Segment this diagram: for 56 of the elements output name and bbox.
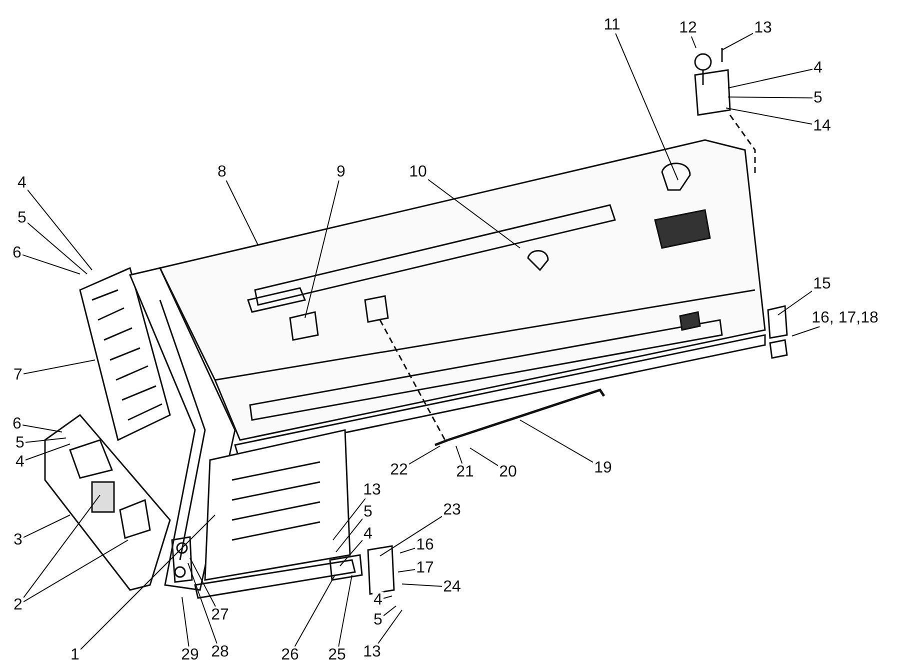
leader-line (23, 540, 128, 602)
leader-line (728, 68, 813, 88)
leader-line (182, 596, 190, 647)
leader-line (188, 562, 218, 644)
callout-number: 10 (408, 164, 428, 180)
leader-line (23, 494, 100, 598)
leader-line (25, 444, 70, 460)
leader-line (383, 606, 396, 616)
leader-line (25, 438, 66, 443)
callout-number: 13 (753, 20, 773, 36)
leader-line (80, 514, 216, 650)
callout-number: 23 (442, 502, 462, 518)
callout-number: 9 (336, 164, 346, 180)
leader-line (728, 96, 813, 98)
callout-number: 11 (602, 16, 622, 34)
leader-line (23, 514, 70, 538)
leader-line (726, 108, 813, 125)
callout-number: 13 (362, 482, 382, 498)
leader-line (615, 33, 678, 180)
callout-number: 4 (362, 526, 374, 542)
leader-line (304, 180, 340, 318)
leader-line (27, 189, 92, 270)
leader-line (22, 254, 80, 274)
leader-line (336, 518, 363, 552)
leader-line (378, 610, 402, 644)
leader-line (470, 448, 499, 466)
callout-number: 16, 17,18 (810, 310, 880, 326)
leader-line (23, 360, 96, 374)
leader-line (722, 32, 754, 50)
leader-line (690, 36, 696, 48)
callout-number: 12 (678, 20, 698, 36)
callout-number: 8 (216, 164, 228, 180)
leader-line (778, 290, 813, 316)
callout-number: 27 (210, 606, 230, 624)
leader-line (380, 516, 443, 556)
leader-line (294, 574, 336, 647)
leader-line (398, 569, 416, 572)
leader-line (190, 558, 216, 607)
leader-line (456, 446, 463, 464)
leader-line (22, 424, 62, 432)
leader-line (402, 584, 443, 587)
leader-line (520, 420, 594, 463)
callout-number: 5 (16, 210, 28, 226)
leader-line (408, 446, 440, 465)
leader-line (383, 596, 392, 599)
leader-line (400, 548, 416, 554)
leader-line (332, 498, 366, 540)
leader-line (338, 574, 352, 647)
callout-number: 5 (362, 504, 374, 520)
leader-line (27, 222, 88, 274)
leader-line (792, 326, 820, 336)
callout-number: 15 (812, 276, 832, 292)
leader-line (340, 540, 363, 566)
leader-line (226, 180, 258, 246)
leader-line (427, 178, 520, 248)
callout-number: 4 (16, 174, 28, 192)
